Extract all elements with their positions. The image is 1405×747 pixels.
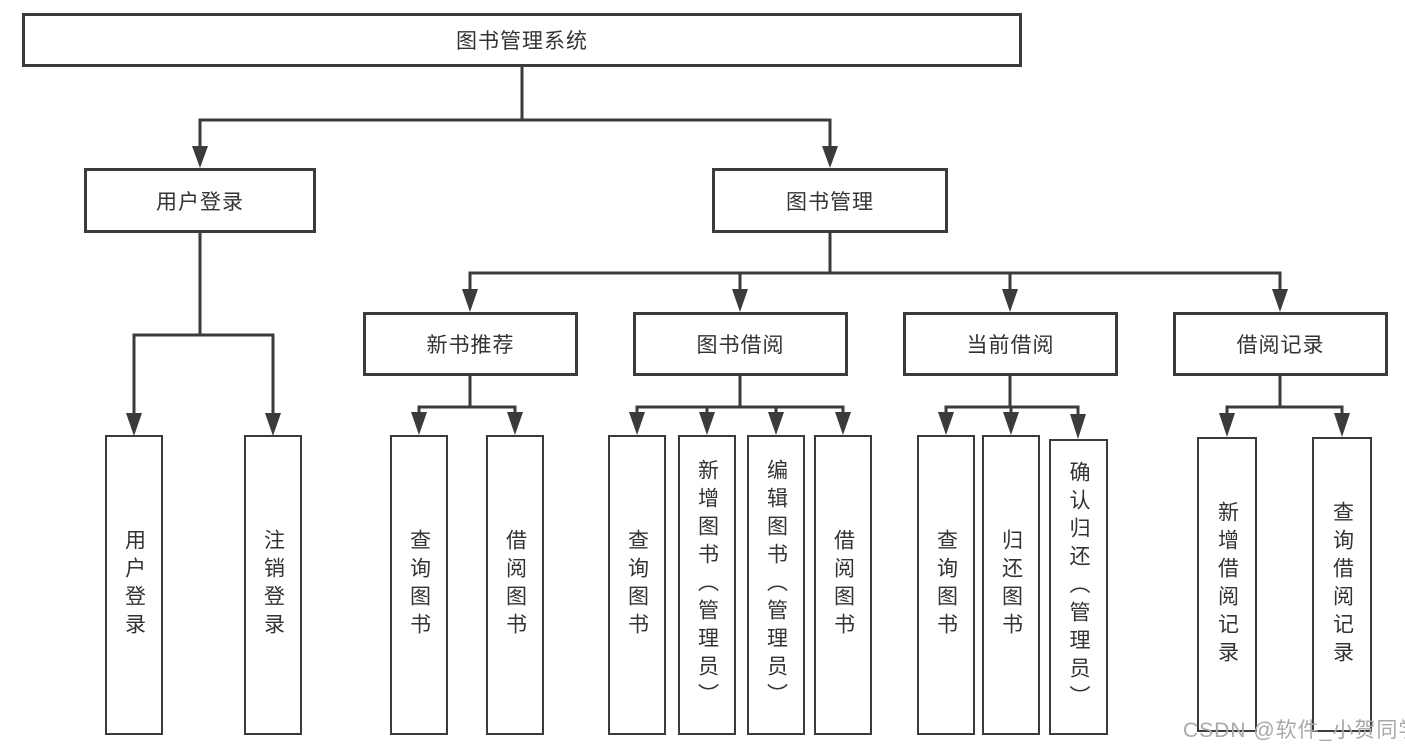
leaf-borrow-query-books: 查询图书 <box>608 435 666 735</box>
leaf-user-login: 用户登录 <box>105 435 163 735</box>
leaf-logout: 注销登录 <box>244 435 302 735</box>
node-root-system: 图书管理系统 <box>22 13 1022 67</box>
leaf-current-return-books-label: 归还图书 <box>999 529 1023 641</box>
node-new-book-recommend-label: 新书推荐 <box>426 334 515 357</box>
leaf-recommend-query-books: 查询图书 <box>390 435 448 735</box>
node-book-management: 图书管理 <box>712 168 948 233</box>
leaf-logout-label: 注销登录 <box>261 529 285 641</box>
leaf-borrow-borrow-books-label: 借阅图书 <box>831 529 855 641</box>
node-root-system-label: 图书管理系统 <box>456 30 588 53</box>
leaf-borrow-edit-books-admin-label: 编辑图书（管理员） <box>764 459 788 711</box>
leaf-user-login-label: 用户登录 <box>122 529 146 641</box>
leaf-borrow-borrow-books: 借阅图书 <box>814 435 872 735</box>
leaf-recommend-borrow-books-label: 借阅图书 <box>503 529 527 641</box>
leaf-records-add-record-label: 新增借阅记录 <box>1215 500 1239 669</box>
leaf-current-confirm-return-admin-label: 确认归还（管理员） <box>1067 461 1091 713</box>
leaf-recommend-query-books-label: 查询图书 <box>407 529 431 641</box>
node-borrow-records-label: 借阅记录 <box>1236 334 1325 357</box>
node-book-borrow: 图书借阅 <box>633 312 848 376</box>
node-new-book-recommend: 新书推荐 <box>363 312 578 376</box>
node-current-borrow-label: 当前借阅 <box>966 334 1055 357</box>
leaf-current-query-books: 查询图书 <box>917 435 975 735</box>
leaf-records-query-record-label: 查询借阅记录 <box>1330 500 1354 669</box>
leaf-borrow-add-books-admin: 新增图书（管理员） <box>678 435 736 735</box>
leaf-recommend-borrow-books: 借阅图书 <box>486 435 544 735</box>
node-current-borrow: 当前借阅 <box>903 312 1118 376</box>
leaf-borrow-query-books-label: 查询图书 <box>625 529 649 641</box>
node-user-login-label: 用户登录 <box>156 190 244 214</box>
node-book-management-label: 图书管理 <box>786 190 874 214</box>
node-book-borrow-label: 图书借阅 <box>696 334 785 357</box>
leaf-current-query-books-label: 查询图书 <box>934 529 958 641</box>
leaf-current-return-books: 归还图书 <box>982 435 1040 735</box>
csdn-watermark: CSDN @软件_小贺同学 <box>1183 719 1405 742</box>
leaf-current-confirm-return-admin: 确认归还（管理员） <box>1049 439 1108 735</box>
leaf-records-add-record: 新增借阅记录 <box>1197 437 1257 732</box>
leaf-records-query-record: 查询借阅记录 <box>1312 437 1372 732</box>
leaf-borrow-add-books-admin-label: 新增图书（管理员） <box>695 459 719 711</box>
node-borrow-records: 借阅记录 <box>1173 312 1388 376</box>
node-user-login: 用户登录 <box>84 168 316 233</box>
leaf-borrow-edit-books-admin: 编辑图书（管理员） <box>747 435 805 735</box>
